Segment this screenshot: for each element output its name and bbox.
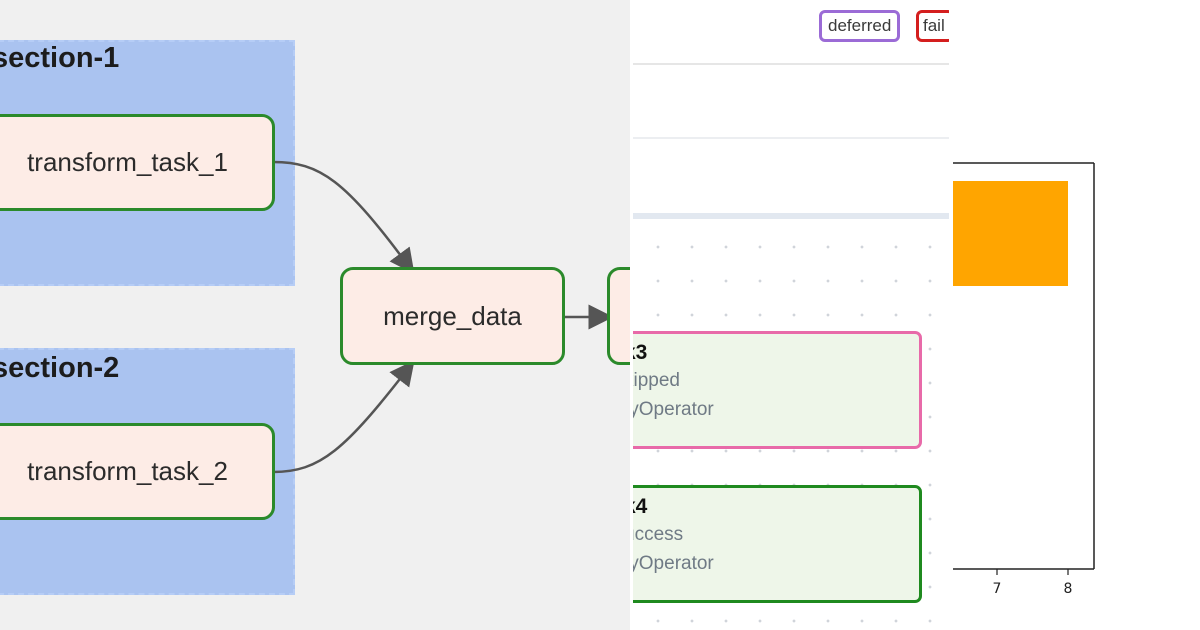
- group-title-section-2: section-2: [0, 352, 120, 384]
- task-operator: tyOperator: [633, 399, 714, 420]
- bar: [953, 181, 1068, 286]
- node-label: transform_task_2: [27, 456, 228, 486]
- task-operator: tyOperator: [633, 553, 714, 574]
- legend-deferred[interactable]: deferred: [819, 10, 901, 42]
- node-next-partial[interactable]: [607, 267, 630, 365]
- node-transform-task-2[interactable]: transform_task_2: [0, 423, 275, 520]
- node-transform-task-1[interactable]: transform_task_1: [0, 114, 275, 211]
- task-status: kipped: [633, 370, 680, 391]
- graph-edges: [272, 160, 614, 474]
- task-card-task3[interactable]: k3 kipped tyOperator: [633, 331, 922, 449]
- bar-chart: 7 8: [953, 162, 1095, 597]
- divider: [633, 213, 949, 219]
- grid-view: deferred fail k3 kipped tyOperator k4 uc…: [633, 0, 949, 630]
- node-merge-data[interactable]: merge_data: [340, 267, 565, 365]
- x-tick-label: 7: [993, 581, 1002, 597]
- x-tick-label: 8: [1064, 581, 1073, 597]
- edge-transform1-merge: [272, 160, 415, 275]
- task-status: uccess: [633, 524, 684, 545]
- task-name: k4: [633, 495, 648, 518]
- divider: [633, 137, 949, 139]
- chart-panel: 7 8: [953, 0, 1200, 630]
- task-name: k3: [633, 341, 648, 364]
- divider: [633, 63, 949, 65]
- task-card-task4[interactable]: k4 uccess tyOperator: [633, 485, 922, 603]
- edge-transform2-merge: [272, 360, 415, 474]
- node-label: transform_task_1: [27, 147, 228, 177]
- graph-view: section-1 section-2 transform_task_1 tra…: [0, 0, 630, 630]
- node-label: merge_data: [383, 300, 522, 331]
- legend-failed[interactable]: fail: [916, 10, 949, 42]
- group-title-section-1: section-1: [0, 42, 120, 74]
